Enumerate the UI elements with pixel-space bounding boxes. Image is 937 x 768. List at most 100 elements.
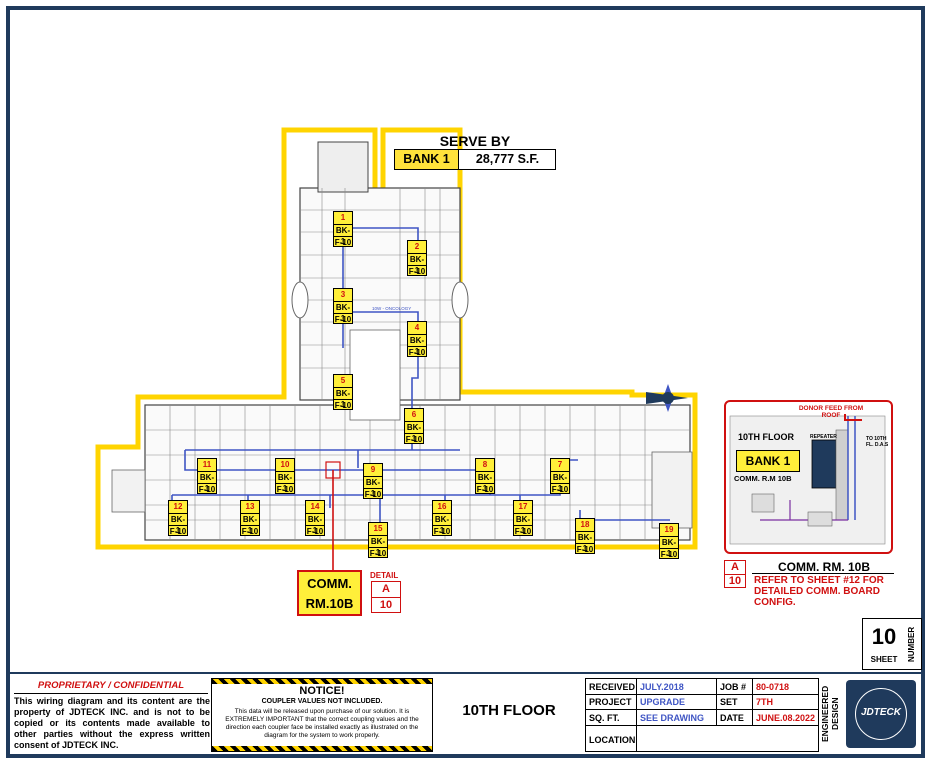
sheet-number-box: 10 SHEET NUMBER [862, 618, 922, 670]
date-label: DATE [720, 713, 744, 723]
comm-room-callout[interactable]: COMM. RM.10B [297, 570, 362, 616]
detail-ref-divider [752, 573, 894, 574]
coupler-bank: BK-1 [241, 514, 259, 535]
project-value: UPGRADE [640, 697, 686, 707]
comm-room-marker [325, 461, 341, 479]
coupler-number: 13 [241, 501, 259, 514]
coupler-number: 6 [405, 409, 423, 422]
sheet-label: SHEET [870, 655, 898, 664]
coupler-floor: F-10 [433, 527, 451, 536]
west-annex [111, 469, 146, 513]
coupler-number: 16 [433, 501, 451, 514]
location-label: LOCATION [589, 735, 636, 745]
coupler-number: 17 [514, 501, 532, 514]
east-annex [651, 451, 693, 529]
floor-title: 10TH FLOOR [462, 702, 556, 719]
received-value: JULY.2018 [640, 682, 684, 692]
detail-panel-art [729, 414, 886, 545]
coupler-bank: BK-1 [405, 422, 423, 443]
coupler-bank: BK-1 [433, 514, 451, 535]
corridor-label: 10W - ONCOLOGY [372, 306, 411, 311]
coupler-number: 19 [660, 524, 678, 537]
coupler-floor: F-10 [364, 490, 382, 499]
project-info-grid: RECEIVED JULY.2018 JOB # 80-0718 PROJECT… [585, 678, 819, 752]
hazard-stripe-bottom [212, 746, 432, 751]
panel-floor-label: 10TH FLOOR [738, 432, 795, 442]
detail-panel: DONOR FEED FROM ROOF 10TH FLOOR BANK 1 C… [724, 400, 893, 554]
detail-ref-sheet: 10 [728, 575, 742, 587]
coupler-floor: F-10 [408, 267, 426, 276]
coupler-bank: BK-1 [364, 477, 382, 498]
coupler-number: 2 [408, 241, 426, 254]
drawing-frame [6, 6, 925, 758]
engineered-design-label: ENGINEERED DESIGN [820, 685, 840, 743]
bay-west [291, 281, 309, 319]
coupler-bank: BK-1 [169, 514, 187, 535]
serve-by-label: SERVE BY [439, 133, 511, 149]
coupler-number: 14 [306, 501, 324, 514]
proprietary-text: This wiring diagram and its content are … [14, 696, 210, 750]
coupler-number: 1 [334, 212, 352, 225]
panel-bank-label: BANK 1 [736, 450, 800, 472]
detail-ref-title: COMM. RM. 10B [778, 560, 871, 574]
coupler-bank: BK-1 [660, 537, 678, 558]
title-block [10, 672, 921, 756]
stair-tower [317, 141, 369, 193]
to-das-label: TO 10TH FL. D.A.S [866, 436, 889, 448]
coupler-floor: F-10 [576, 545, 594, 554]
panel-room-label: COMM. R.M 10B [734, 474, 792, 483]
hazard-stripe-top [212, 679, 432, 684]
coupler-number: 8 [476, 459, 494, 472]
compass-icon [646, 384, 688, 412]
coupler-bank: BK-1 [369, 536, 387, 557]
job-value: 80-0718 [756, 682, 790, 692]
coupler-floor: F-10 [169, 527, 187, 536]
coupler-bank: BK-1 [576, 532, 594, 553]
detail-letter: A [372, 582, 400, 598]
coupler-number: 7 [551, 459, 569, 472]
coupler-bank: BK-1 [408, 335, 426, 356]
coupler-floor: F-10 [408, 348, 426, 357]
coupler-floor: F-10 [476, 485, 494, 494]
core-area [349, 329, 401, 421]
coupler-bank: BK-1 [514, 514, 532, 535]
coupler-floor: F-10 [306, 527, 324, 536]
detail-ref-marker[interactable]: A 10 [724, 560, 746, 588]
proprietary-heading: PROPRIETARY / CONFIDENTIAL [14, 680, 208, 694]
coupler-floor: F-10 [241, 527, 259, 536]
coupler-bank: BK-1 [306, 514, 324, 535]
coupler-number: 11 [198, 459, 216, 472]
coupler-number: 18 [576, 519, 594, 532]
coupler-bank: BK-1 [334, 225, 352, 246]
detail-ref-letter: A [725, 561, 745, 575]
comm-room-line1: COMM. [307, 576, 352, 591]
coupler-number: 3 [334, 289, 352, 302]
comm-room-line2: RM.10B [305, 596, 354, 611]
bay-east [451, 281, 469, 319]
project-label: PROJECT [589, 697, 632, 707]
coupler-floor: F-10 [551, 485, 569, 494]
received-label: RECEIVED [589, 682, 636, 692]
coupler-number: 9 [364, 464, 382, 477]
detail-label: DETAIL [370, 571, 399, 580]
detail-marker[interactable]: A 10 [371, 581, 401, 613]
